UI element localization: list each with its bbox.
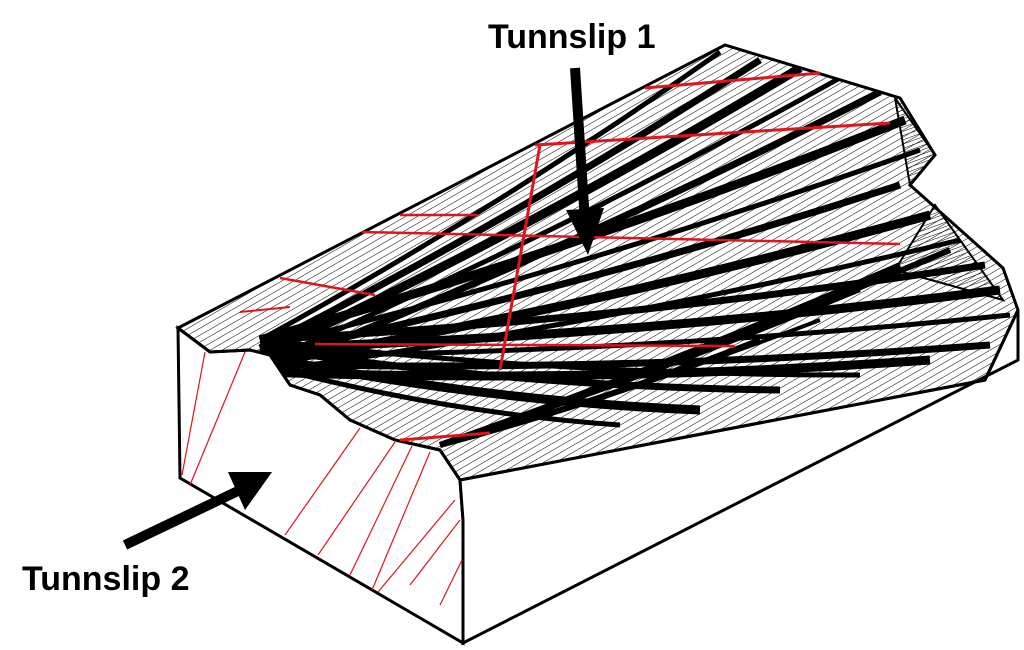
- grain-stroke: [258, 57, 762, 352]
- scratch-line: [644, 71, 821, 90]
- scratch-line: [377, 499, 456, 593]
- label-tunnslip-1: Tunnslip 1: [488, 18, 655, 56]
- scratch-line: [409, 519, 461, 586]
- grain-stroke: [259, 351, 701, 415]
- block-corner-bevel-top: [894, 97, 937, 188]
- grain-stroke: [259, 147, 921, 351]
- grain-stroke: [259, 337, 861, 378]
- scratch-line: [317, 441, 396, 556]
- block-corner-bevel-right: [893, 203, 1006, 302]
- grain-stroke: [258, 49, 722, 343]
- scratch-lines-front: [181, 351, 463, 606]
- scratch-line: [399, 431, 491, 442]
- scratch-line: [239, 306, 291, 313]
- scratch-line: [361, 230, 901, 246]
- scratch-line: [534, 121, 891, 147]
- scratch-line: [314, 342, 736, 348]
- wood-grain-lines: [258, 49, 1011, 448]
- scratch-lines-top: [239, 71, 901, 442]
- scratch-line: [181, 351, 206, 476]
- scratch-line: [371, 451, 431, 591]
- scratch-line: [349, 445, 413, 576]
- grain-stroke: [259, 361, 621, 428]
- grain-stroke: [439, 247, 952, 448]
- scratch-line: [189, 351, 246, 486]
- scratch-line: [498, 144, 542, 371]
- arrow-tunnslip-2: [122, 472, 272, 550]
- scratch-line: [279, 276, 376, 297]
- label-tunnslip-2: Tunnslip 2: [22, 560, 189, 598]
- scratch-line: [284, 427, 361, 536]
- scratch-line: [439, 559, 463, 606]
- grain-stroke: [259, 344, 781, 394]
- arrow-tunnslip-1: [566, 67, 604, 255]
